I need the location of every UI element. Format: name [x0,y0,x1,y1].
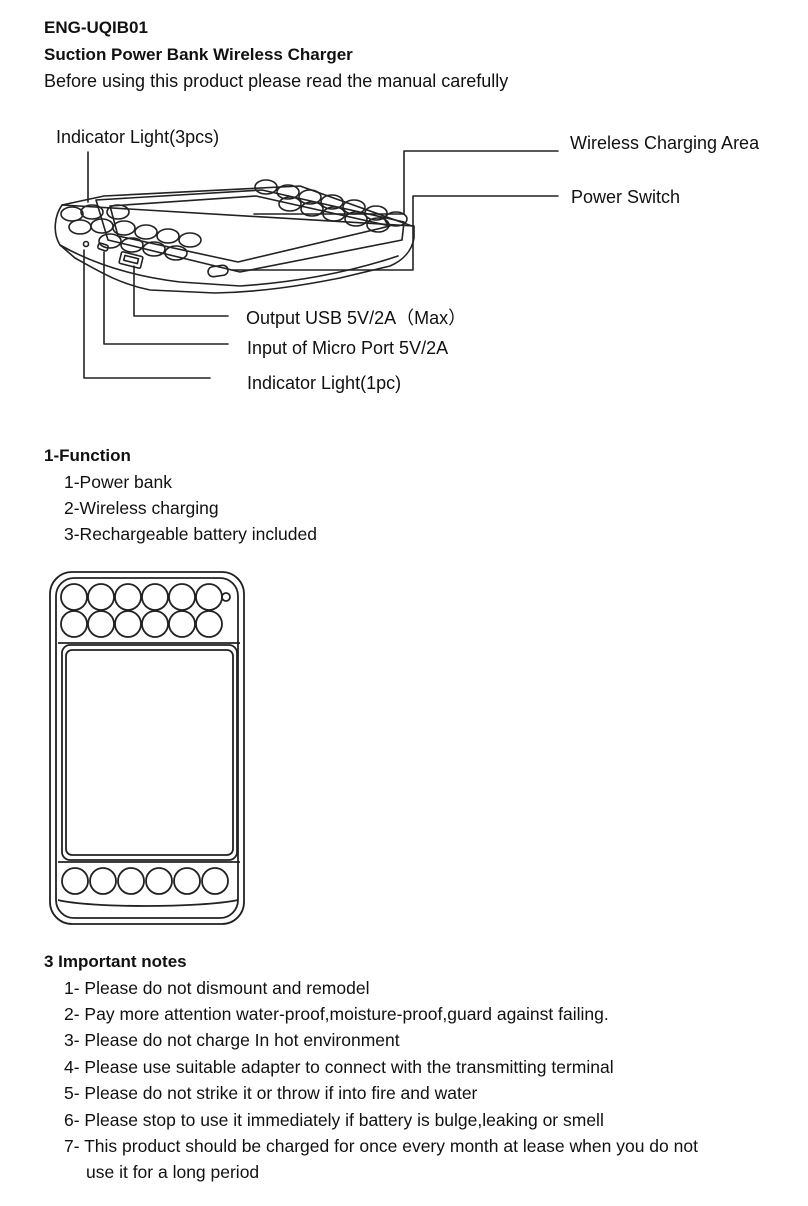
device-outer-shell [49,571,245,925]
leader-power-switch [231,195,559,271]
usb-output-port [118,251,144,269]
label-input-micro: Input of Micro Port 5V/2A [247,338,449,358]
leader-output-usb [133,265,229,317]
suction-cups-left [60,204,202,261]
leader-input-micro [103,251,229,345]
label-indicator-light-1: Indicator Light(1pc) [247,373,402,393]
function-item: 3-Rechargeable battery included [64,524,317,544]
notes-heading: 3 Important notes [44,952,187,971]
note-item: 3- Please do not charge In hot environme… [64,1030,400,1050]
suction-cups-top [60,583,231,638]
label-power-switch: Power Switch [571,187,681,207]
leader-indicator-1 [83,249,211,379]
note-item: 5- Please do not strike it or throw if i… [64,1083,478,1103]
device-body-outline [54,204,415,294]
power-switch-button [207,264,229,278]
note-item: 2- Pay more attention water-proof,moistu… [64,1004,609,1024]
note-item: 1- Please do not dismount and remodel [64,978,370,998]
micro-usb-port [97,242,109,252]
product-name: Suction Power Bank Wireless Charger [44,45,353,64]
wireless-charging-pad [109,195,391,263]
function-heading: 1-Function [44,446,131,465]
indicator-led-dot [82,240,90,248]
model-number: ENG-UQIB01 [44,18,148,37]
suction-cups-bottom [61,867,229,895]
wireless-pad-outer [61,644,238,861]
note-item: 6- Please stop to use it immediately if … [64,1110,604,1130]
function-item: 1-Power bank [64,472,172,492]
label-indicator-light-3: Indicator Light(3pcs) [56,127,220,147]
function-item: 2-Wireless charging [64,498,219,518]
note-item: 7- This product should be charged for on… [64,1136,698,1156]
note-item-continuation: use it for a long period [86,1162,260,1182]
leader-wireless-area [253,150,559,215]
intro-text: Before using this product please read th… [44,71,509,91]
wireless-pad-inner [65,649,234,856]
device-perspective-illustration [54,150,559,379]
label-wireless-area: Wireless Charging Area [570,133,760,153]
label-output-usb: Output USB 5V/2A（Max） [246,308,467,328]
note-item: 4- Please use suitable adapter to connec… [64,1057,614,1077]
